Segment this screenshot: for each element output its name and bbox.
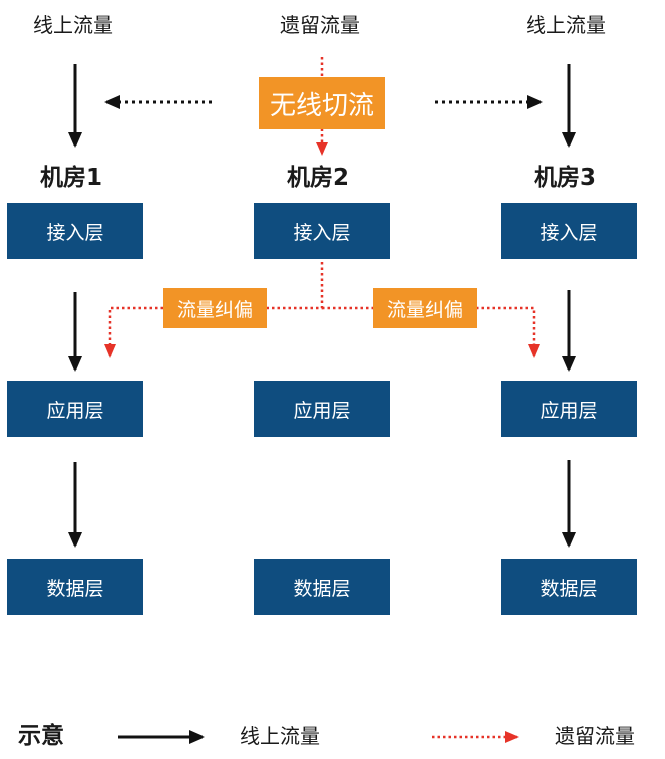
legacy-correction-to-room3 (322, 306, 540, 358)
legend-legacy-label: 遗留流量 (555, 724, 635, 748)
room-1-access-layer: 接入层 (7, 203, 143, 259)
room-2-data-layer: 数据层 (254, 559, 390, 615)
room-1-title: 机房1 (40, 165, 103, 191)
legend-online-label: 线上流量 (240, 724, 320, 748)
top-label-right: 线上流量 (526, 13, 606, 37)
room-1-application-layer: 应用层 (7, 381, 143, 437)
legend-title: 示意 (18, 723, 64, 749)
wireless-switch-tag: 无线切流 (259, 77, 385, 129)
room-2-title: 机房2 (287, 165, 350, 191)
room-3-access-layer: 接入层 (501, 203, 637, 259)
traffic-correction-tag-right: 流量纠偏 (373, 288, 477, 328)
room-3-application-layer: 应用层 (501, 381, 637, 437)
room-3-title: 机房3 (534, 165, 597, 191)
room-2-application-layer: 应用层 (254, 381, 390, 437)
top-label-left: 线上流量 (33, 13, 113, 37)
room-3-data-layer: 数据层 (501, 559, 637, 615)
room-2-access-layer: 接入层 (254, 203, 390, 259)
legacy-correction-to-room1 (104, 306, 163, 358)
traffic-correction-tag-left: 流量纠偏 (163, 288, 267, 328)
room-1-data-layer: 数据层 (7, 559, 143, 615)
top-label-center: 遗留流量 (280, 13, 360, 37)
